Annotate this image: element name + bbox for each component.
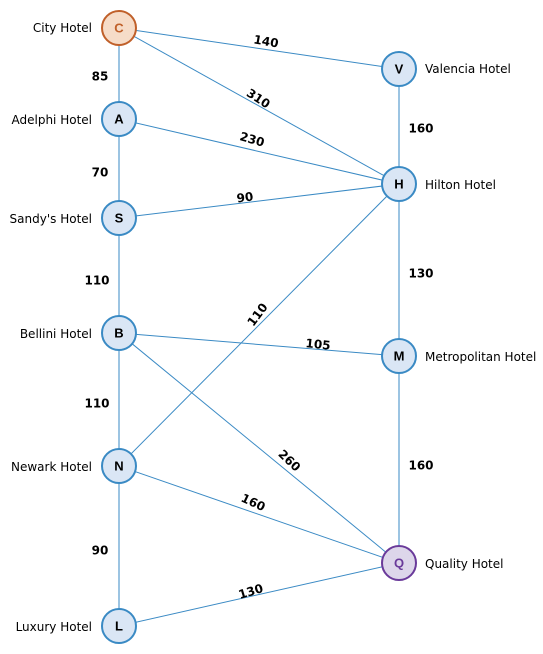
node-circle-m (381, 338, 417, 374)
node-q: Q (381, 545, 417, 581)
edge-weight-n-q: 160 (239, 491, 268, 514)
node-circle-v (381, 51, 417, 87)
node-circle-q (381, 545, 417, 581)
edge-weight-a-h: 230 (238, 129, 266, 149)
edge-weight-c-h: 310 (244, 86, 273, 111)
node-name-q: Quality Hotel (425, 557, 503, 571)
edge-weight-s-h: 90 (236, 189, 254, 205)
node-circle-a (101, 101, 137, 137)
node-name-c: City Hotel (33, 21, 92, 35)
edge-weight-v-h: 160 (408, 122, 433, 136)
node-letter-n: N (114, 458, 123, 473)
edge-a-h (118, 118, 400, 185)
node-name-a: Adelphi Hotel (12, 113, 93, 127)
edge-n-h (118, 183, 400, 467)
node-letter-q: Q (394, 555, 404, 570)
node-name-b: Bellini Hotel (20, 327, 92, 341)
edge-s-h (118, 183, 400, 219)
node-circle-l (101, 608, 137, 644)
node-circle-b (101, 315, 137, 351)
node-m: M (381, 338, 417, 374)
edge-weight-c-v: 140 (253, 32, 280, 50)
edge-weight-c-a: 85 (92, 70, 109, 84)
edge-weight-l-q: 130 (237, 581, 265, 602)
node-name-m: Metropolitan Hotel (425, 350, 536, 364)
node-name-h: Hilton Hotel (425, 178, 496, 192)
node-c: C (101, 10, 137, 46)
node-letter-a: A (114, 111, 124, 126)
node-h: H (381, 166, 417, 202)
node-n: N (101, 448, 137, 484)
edge-weight-h-m: 130 (408, 267, 433, 281)
edge-weight-n-l: 90 (92, 544, 109, 558)
node-b: B (101, 315, 137, 351)
node-name-n: Newark Hotel (11, 460, 92, 474)
edge-weight-m-q: 160 (408, 459, 433, 473)
edge-c-h (118, 27, 400, 185)
node-circle-h (381, 166, 417, 202)
node-name-v: Valencia Hotel (425, 62, 511, 76)
edges-layer (118, 27, 400, 627)
node-l: L (101, 608, 137, 644)
node-name-l: Luxury Hotel (16, 620, 92, 634)
node-letter-m: M (394, 348, 405, 363)
node-circle-n (101, 448, 137, 484)
node-name-s: Sandy's Hotel (10, 212, 92, 226)
edge-n-q (118, 465, 400, 564)
edge-weight-b-m: 105 (305, 336, 331, 353)
node-letter-h: H (394, 176, 403, 191)
edge-weight-b-n: 110 (84, 397, 109, 411)
node-letter-v: V (395, 61, 404, 76)
node-circle-s (101, 200, 137, 236)
edge-weight-s-b: 110 (84, 274, 109, 288)
node-s: S (101, 200, 137, 236)
node-letter-b: B (114, 325, 123, 340)
node-letter-l: L (115, 618, 123, 633)
edge-weight-b-q: 260 (275, 447, 303, 474)
node-circle-c (101, 10, 137, 46)
node-v: V (381, 51, 417, 87)
edge-l-q (118, 562, 400, 627)
edge-b-q (118, 332, 400, 564)
edge-weight-n-h: 110 (244, 300, 270, 328)
nodes-layer: C A S B N L V H M Q (101, 10, 417, 644)
edge-weight-a-s: 70 (92, 166, 109, 180)
node-a: A (101, 101, 137, 137)
node-letter-c: C (114, 20, 124, 35)
node-letter-s: S (115, 210, 124, 225)
edge-c-v (118, 27, 400, 70)
edge-b-m (118, 332, 400, 357)
